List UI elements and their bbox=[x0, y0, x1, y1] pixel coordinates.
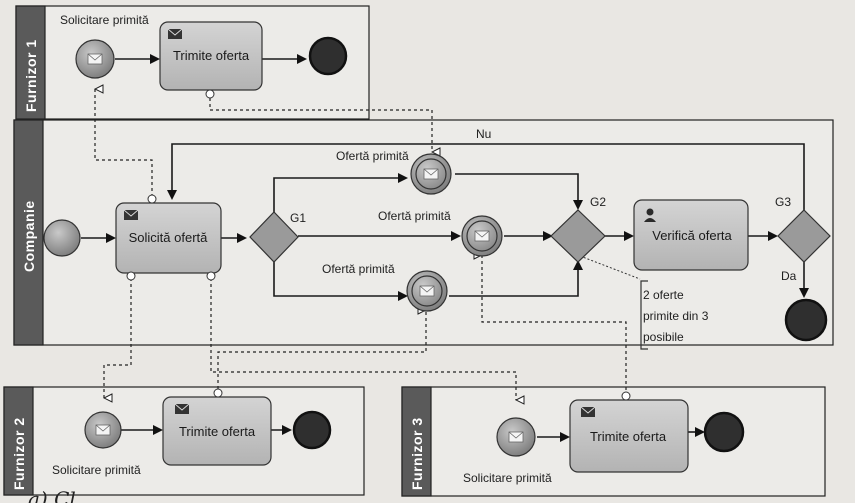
f3-start-label: Solicitare primită bbox=[463, 471, 552, 485]
f3-task-label: Trimite oferta bbox=[590, 429, 667, 444]
companie-end-event[interactable] bbox=[784, 298, 828, 342]
offer-bot-envelope-icon bbox=[419, 285, 435, 297]
lane-header-furnizor-2[interactable] bbox=[3, 386, 34, 496]
request-port-right bbox=[206, 271, 216, 281]
f2-send-icon bbox=[174, 403, 190, 415]
gateway-g1[interactable] bbox=[249, 211, 299, 263]
note-line-1: 2 oferte bbox=[643, 288, 684, 302]
gateway-g1-label: G1 bbox=[290, 211, 306, 225]
offer-top-envelope-icon bbox=[423, 168, 439, 180]
gateway-g3-label: G3 bbox=[775, 195, 791, 209]
flow-yes-label: Da bbox=[781, 269, 797, 283]
offer-received-mid-event[interactable] bbox=[461, 215, 503, 257]
flow-g3-no-loop[interactable] bbox=[167, 143, 805, 210]
task-request-label: Solicită ofertă bbox=[129, 230, 209, 245]
lane-title-furnizor-3: Furnizor 3 bbox=[409, 417, 425, 490]
lane-header-furnizor-3[interactable] bbox=[401, 386, 432, 497]
task-verify-label: Verifică oferta bbox=[652, 228, 732, 243]
message-flow-f3-to-offer-mid[interactable] bbox=[482, 255, 627, 396]
message-flow-f1-to-request[interactable] bbox=[95, 89, 153, 196]
gateway-g3[interactable] bbox=[777, 209, 831, 263]
f3-envelope-icon bbox=[508, 431, 524, 443]
f3-message-start-event[interactable] bbox=[496, 417, 536, 457]
f3-task-send-offer[interactable]: Trimite oferta bbox=[569, 391, 689, 473]
message-flows bbox=[95, 89, 641, 400]
offer-mid-envelope-icon bbox=[474, 230, 490, 242]
offer-top-label: Ofertă primită bbox=[336, 149, 409, 163]
f1-envelope-icon bbox=[87, 53, 103, 65]
lane-title-furnizor-1: Furnizor 1 bbox=[23, 39, 39, 112]
request-port-left bbox=[126, 271, 136, 281]
note-association bbox=[579, 255, 641, 280]
user-icon bbox=[644, 208, 656, 222]
f1-start-label: Solicitare primită bbox=[60, 13, 149, 27]
f1-message-start-event[interactable] bbox=[75, 39, 115, 79]
note-line-3: posibile bbox=[643, 330, 684, 344]
task-verify-offer[interactable]: Verifică oferta bbox=[633, 199, 749, 271]
gateway-g2-label: G2 bbox=[590, 195, 606, 209]
f1-task-send-offer[interactable]: Trimite oferta bbox=[159, 21, 263, 99]
lane-header-furnizor-1[interactable] bbox=[15, 5, 46, 120]
text-annotation[interactable]: 2 oferte primite din 3 posibile bbox=[640, 280, 709, 350]
sequence-flows bbox=[81, 54, 809, 442]
companie-start-event[interactable] bbox=[43, 219, 81, 257]
gateway-g2[interactable] bbox=[550, 209, 606, 263]
f3-send-icon bbox=[580, 406, 596, 418]
lane-title-companie: Companie bbox=[21, 200, 37, 272]
message-flow-f1-to-offer-top[interactable] bbox=[209, 98, 432, 152]
request-send-icon bbox=[123, 209, 139, 221]
f3-end-event[interactable] bbox=[703, 411, 745, 453]
message-flow-request-to-f3[interactable] bbox=[210, 278, 516, 400]
request-port-top bbox=[147, 194, 157, 204]
f2-end-event[interactable] bbox=[292, 410, 332, 450]
lane-title-furnizor-2: Furnizor 2 bbox=[11, 417, 27, 490]
figure-caption: a) Cl bbox=[28, 487, 76, 503]
offer-received-bot-event[interactable] bbox=[406, 270, 448, 312]
f3-task-message-port bbox=[621, 391, 631, 401]
f1-send-icon bbox=[167, 28, 183, 40]
f2-task-message-port bbox=[213, 388, 223, 398]
f2-task-send-offer[interactable]: Trimite oferta bbox=[162, 388, 272, 466]
flow-no-label: Nu bbox=[476, 127, 491, 141]
offer-received-top-event[interactable] bbox=[410, 153, 452, 195]
offer-mid-label: Ofertă primită bbox=[378, 209, 451, 223]
f1-task-message-port bbox=[205, 89, 215, 99]
task-request-offer[interactable]: Solicită ofertă bbox=[115, 194, 222, 281]
message-flow-request-to-f2[interactable] bbox=[104, 278, 132, 398]
f1-end-event[interactable] bbox=[308, 36, 348, 76]
note-line-2: primite din 3 bbox=[643, 309, 709, 323]
message-flow-f2-to-offer-bot[interactable] bbox=[217, 310, 426, 395]
lane-header-companie[interactable] bbox=[13, 119, 44, 346]
f2-envelope-icon bbox=[95, 424, 111, 436]
f2-task-label: Trimite oferta bbox=[179, 424, 256, 439]
f2-message-start-event[interactable] bbox=[84, 411, 122, 449]
offer-bot-label: Ofertă primită bbox=[322, 262, 395, 276]
f2-start-label: Solicitare primită bbox=[52, 463, 141, 477]
f1-task-label: Trimite oferta bbox=[173, 48, 250, 63]
